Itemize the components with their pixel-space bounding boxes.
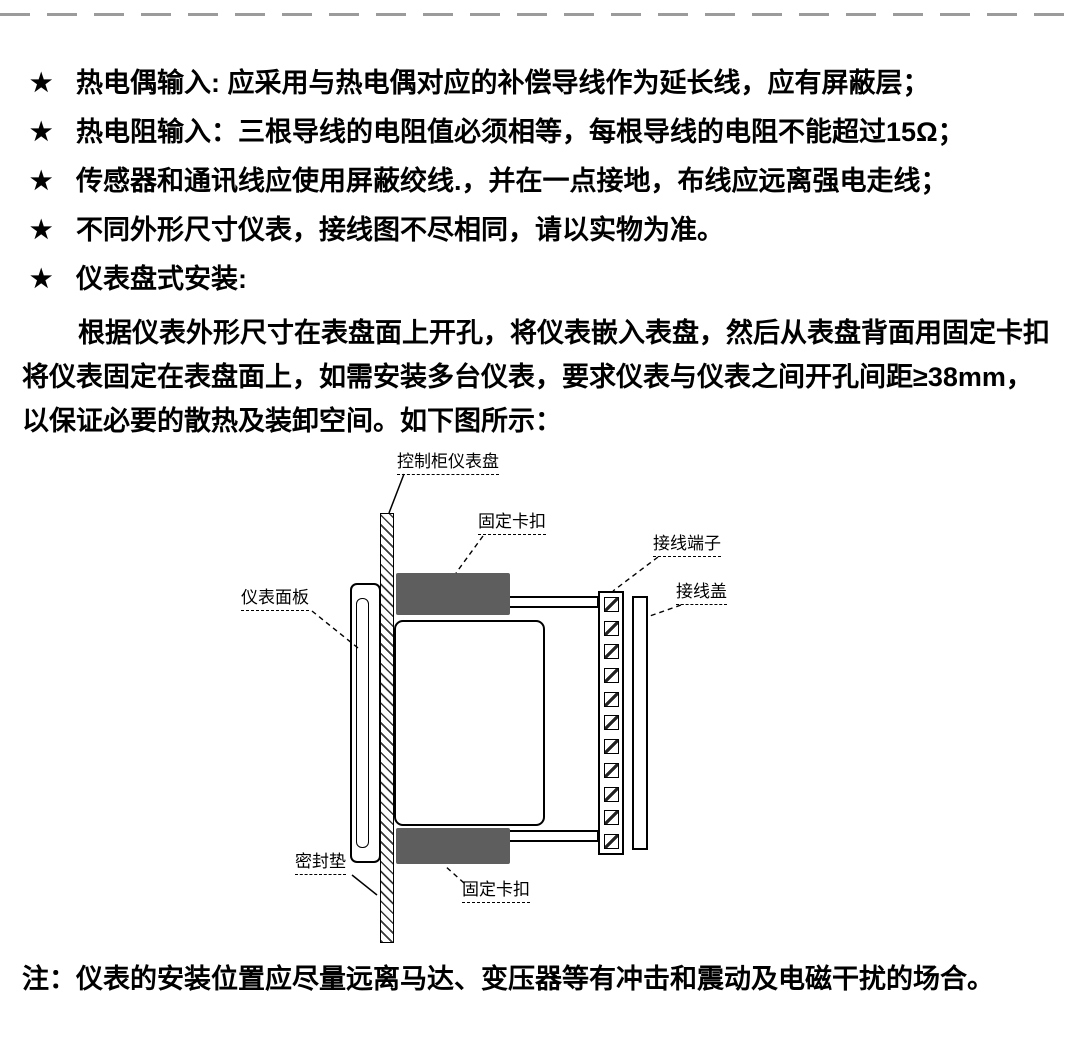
bottom-note: 注：仪表的安装位置应尽量远离马达、变压器等有冲击和震动及电磁干扰的场合。	[22, 964, 994, 994]
star-bullet-icon: ★	[30, 118, 53, 146]
bullet-item-dimensions: ★ 不同外形尺寸仪表，接线图不尽相同，请以实物为准。	[22, 213, 1058, 247]
terminal-screw	[603, 691, 619, 707]
star-bullet-icon: ★	[30, 265, 53, 293]
label-fixing-clip-top: 固定卡扣	[478, 512, 546, 535]
page-separator-dashed-line	[0, 13, 1080, 16]
terminal-screw	[603, 668, 619, 684]
terminal-screw	[603, 715, 619, 731]
label-terminal-block: 接线端子	[653, 534, 721, 557]
wiring-cover	[632, 596, 648, 850]
instrument-body-case	[394, 620, 545, 826]
star-bullet-icon: ★	[30, 167, 53, 195]
fixing-clip-top	[396, 573, 510, 615]
terminal-screw	[603, 620, 619, 636]
bullet-text: 仪表盘式安装:	[76, 264, 247, 294]
terminal-screw	[603, 644, 619, 660]
bullet-item-sensor-wiring: ★ 传感器和通讯线应使用屏蔽绞线.，并在一点接地，布线应远离强电走线；	[22, 164, 1058, 198]
paragraph-line: 根据仪表外形尺寸在表盘面上开孔，将仪表嵌入表盘，然后从表盘背面用固定卡扣	[78, 318, 1050, 348]
bullet-text: 传感器和通讯线应使用屏蔽绞线.，并在一点接地，布线应远离强电走线；	[76, 166, 948, 196]
manual-page: ★ 热电偶输入: 应采用与热电偶对应的补偿导线作为延长线，应有屏蔽层； ★ 热电…	[0, 13, 1080, 997]
text-content: ★ 热电偶输入: 应采用与热电偶对应的补偿导线作为延长线，应有屏蔽层； ★ 热电…	[0, 66, 1080, 443]
label-control-cabinet-panel: 控制柜仪表盘	[397, 452, 499, 475]
label-fixing-clip-bottom: 固定卡扣	[462, 880, 530, 903]
bullet-item-panel-mount: ★ 仪表盘式安装:	[22, 262, 1058, 296]
terminal-screw	[603, 810, 619, 826]
terminal-screw	[603, 597, 619, 612]
label-wiring-cover: 接线盖	[676, 582, 727, 605]
terminal-screw	[603, 762, 619, 778]
terminal-screw	[603, 786, 619, 802]
label-instrument-faceplate: 仪表面板	[241, 588, 309, 611]
bullet-text: 热电阻输入：三根导线的电阻值必须相等，每根导线的电阻不能超过15Ω；	[76, 117, 965, 147]
paragraph-line: 以保证必要的散热及装卸空间。如下图所示：	[22, 406, 562, 436]
faceplate-inner-slot	[356, 598, 369, 848]
terminal-block	[598, 591, 624, 855]
terminal-screw	[603, 739, 619, 755]
leader-lines	[311, 473, 682, 896]
terminal-screw	[603, 833, 619, 849]
bullet-item-rtd: ★ 热电阻输入：三根导线的电阻值必须相等，每根导线的电阻不能超过15Ω；	[22, 115, 1058, 149]
installation-diagram: 控制柜仪表盘 固定卡扣 接线端子 接线盖 仪表面板 密封垫 固定卡扣	[0, 443, 1080, 955]
bullet-text: 不同外形尺寸仪表，接线图不尽相同，请以实物为准。	[76, 215, 724, 245]
installation-paragraph: 根据仪表外形尺寸在表盘面上开孔，将仪表嵌入表盘，然后从表盘背面用固定卡扣 将仪表…	[22, 311, 1058, 443]
paragraph-line: 将仪表固定在表盘面上，如需安装多台仪表，要求仪表与仪表之间开孔间距≥38mm，	[22, 362, 1033, 392]
fixing-clip-bottom	[396, 828, 510, 864]
bullet-list: ★ 热电偶输入: 应采用与热电偶对应的补偿导线作为延长线，应有屏蔽层； ★ 热电…	[22, 66, 1058, 296]
label-sealing-gasket: 密封垫	[295, 852, 346, 875]
star-bullet-icon: ★	[30, 216, 53, 244]
star-bullet-icon: ★	[30, 69, 53, 97]
bullet-item-thermocouple: ★ 热电偶输入: 应采用与热电偶对应的补偿导线作为延长线，应有屏蔽层；	[22, 66, 1058, 100]
bullet-text: 热电偶输入: 应采用与热电偶对应的补偿导线作为延长线，应有屏蔽层；	[76, 68, 930, 98]
control-cabinet-panel-hatch-bar	[380, 513, 394, 943]
